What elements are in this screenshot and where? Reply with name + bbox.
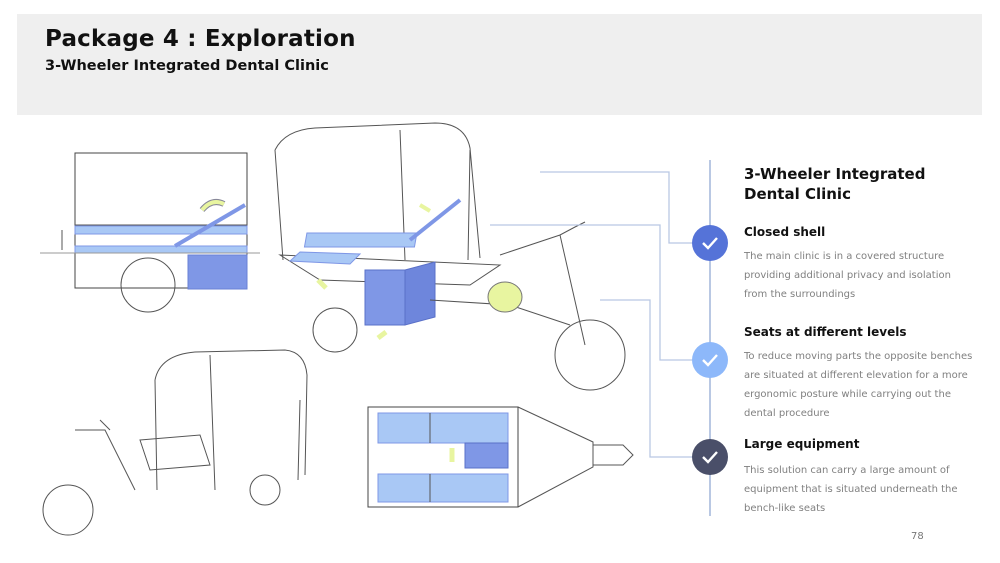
- check-icon: [692, 342, 728, 378]
- page-subtitle: 3-Wheeler Integrated Dental Clinic: [45, 58, 329, 74]
- item-text: The main clinic is in a covered structur…: [744, 251, 951, 300]
- rear-perspective-sketch: [42, 349, 308, 536]
- panel-title: 3-Wheeler Integrated Dental Clinic: [744, 165, 926, 203]
- side-view-sketch: [40, 152, 260, 313]
- page-title: Package 4 : Exploration: [45, 26, 356, 52]
- perspective-sketch: [274, 122, 626, 391]
- timeline-line: [709, 160, 711, 516]
- top-view-sketch: [367, 406, 634, 508]
- header-banner: [17, 14, 982, 115]
- item-text: To reduce moving parts the opposite benc…: [744, 351, 973, 419]
- item-heading: Large equipment: [744, 437, 860, 451]
- item-text: This solution can carry a large amount o…: [744, 465, 958, 514]
- check-icon: [692, 225, 728, 261]
- connector-lines: [490, 171, 692, 458]
- check-icon: [692, 439, 728, 475]
- page-number: 78: [911, 531, 924, 542]
- item-heading: Seats at different levels: [744, 325, 907, 339]
- item-heading: Closed shell: [744, 225, 826, 239]
